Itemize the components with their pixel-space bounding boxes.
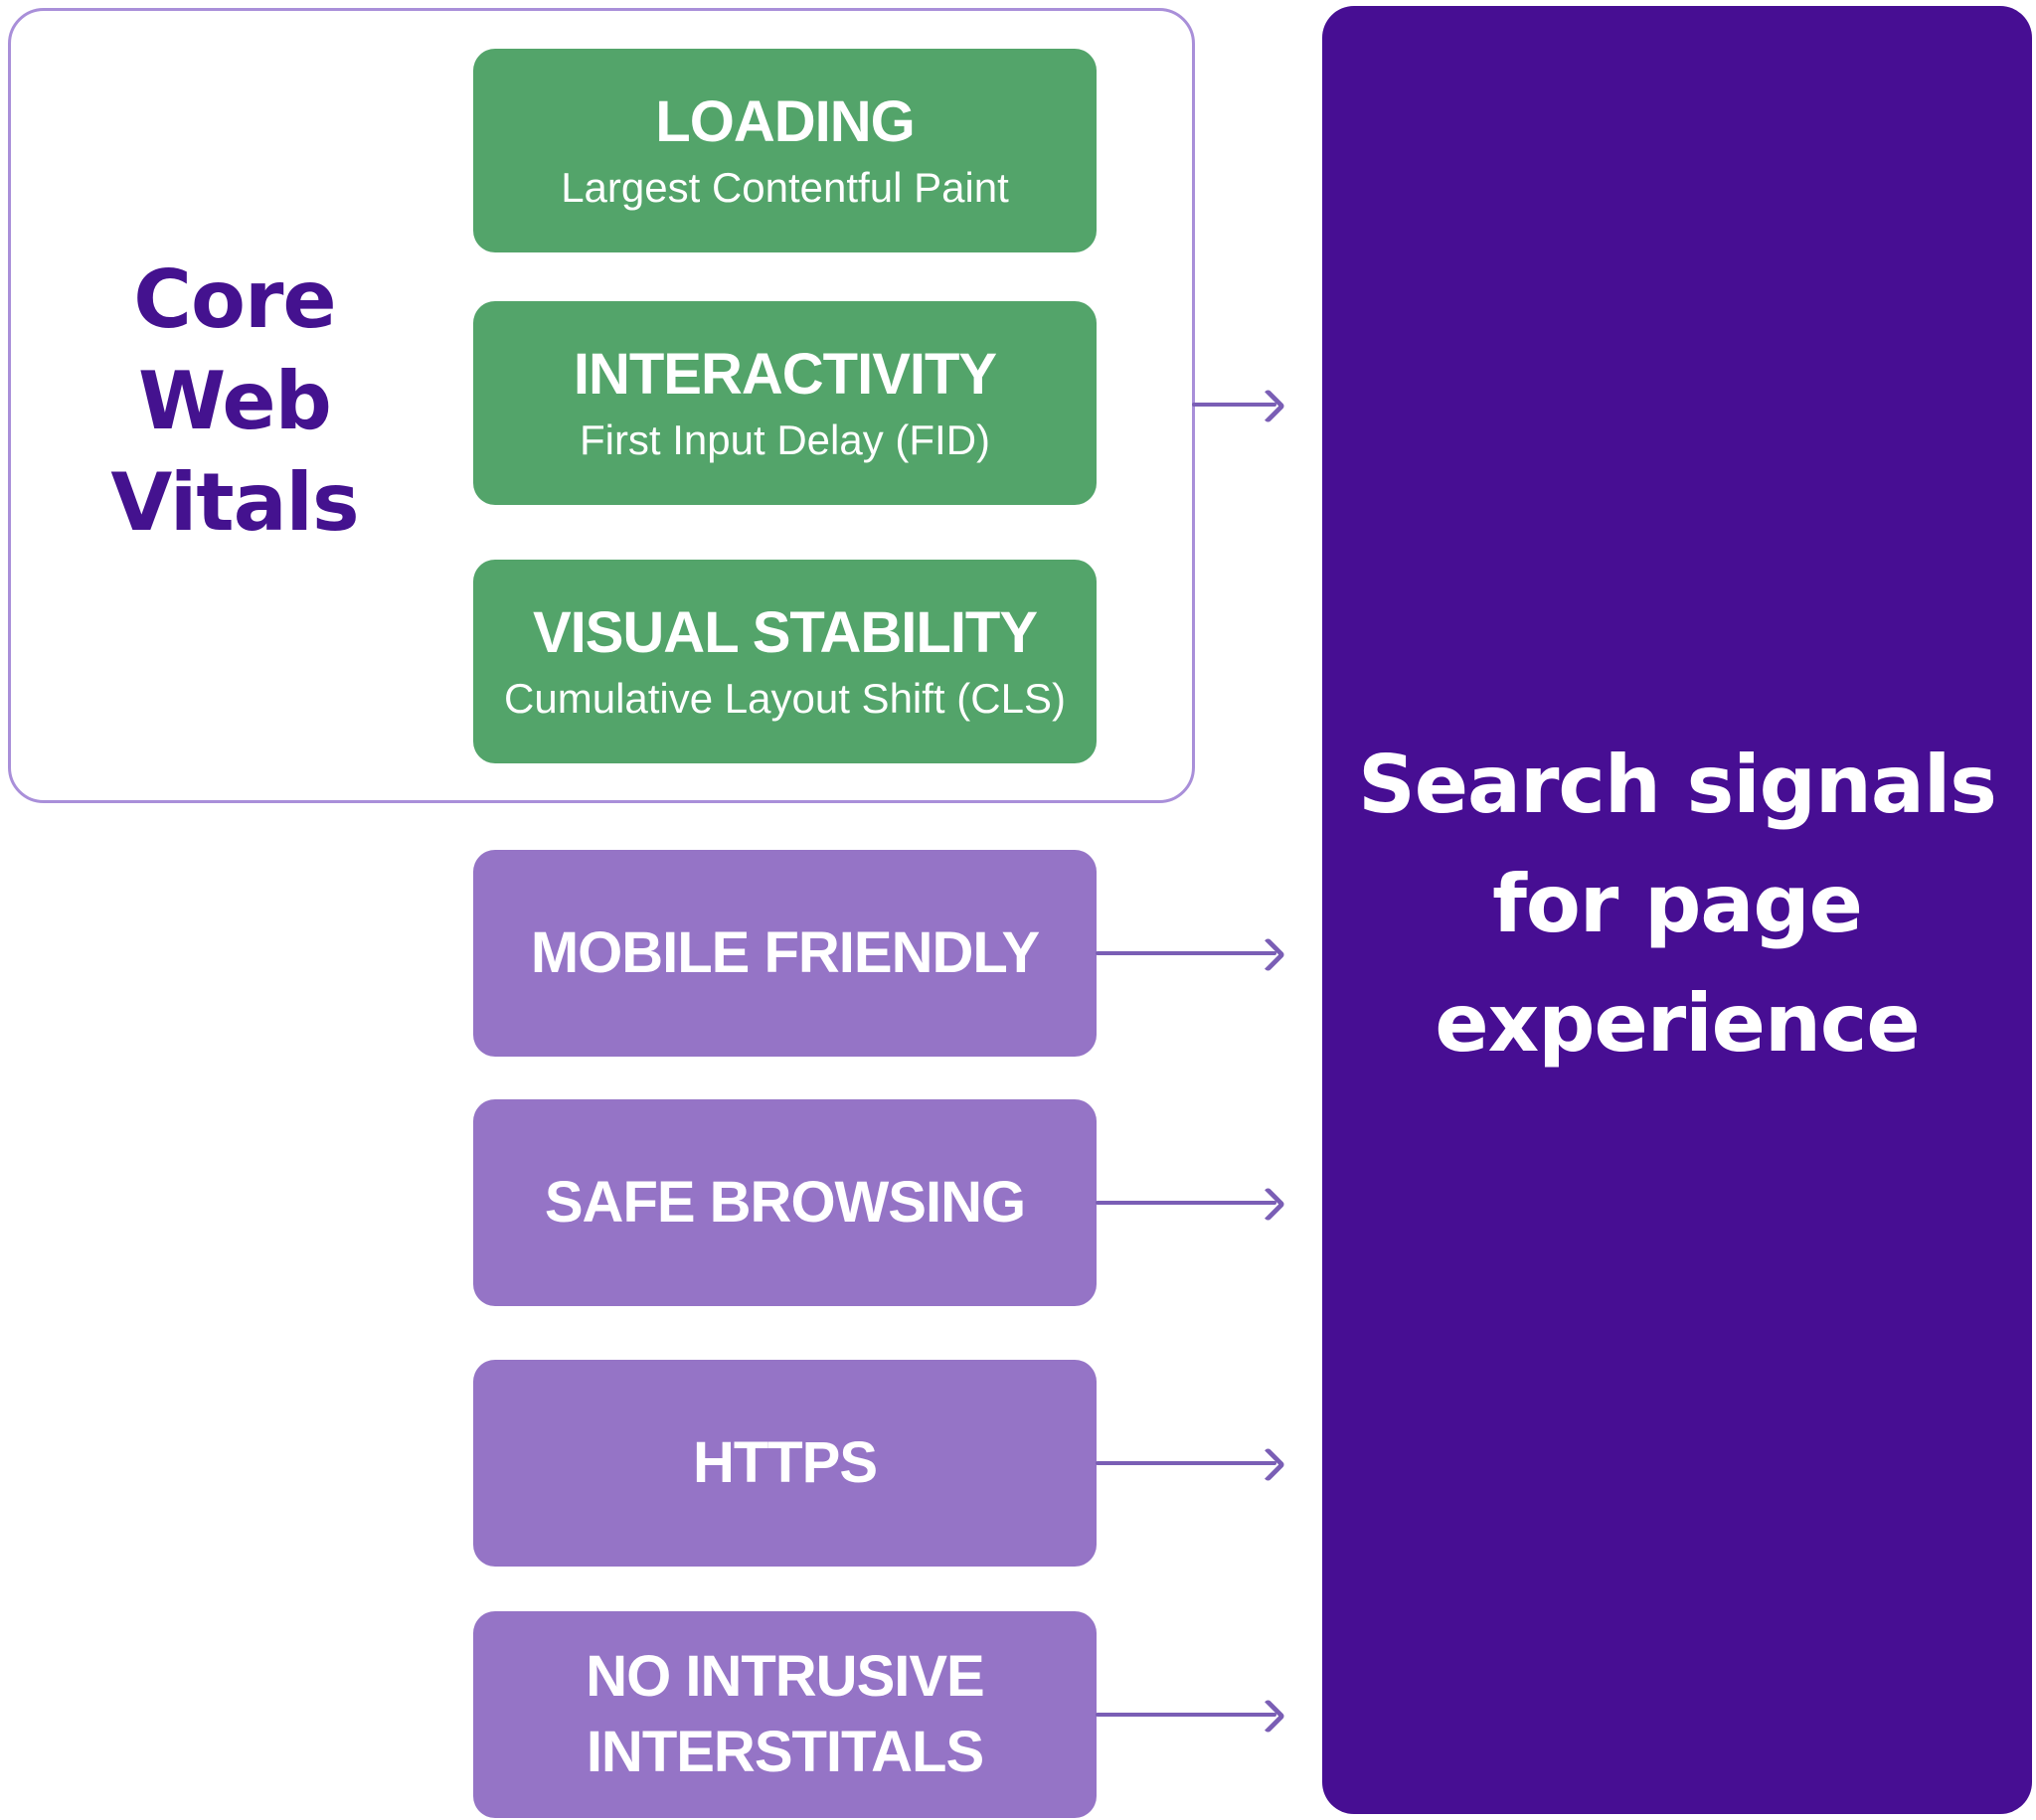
signal-card-mobile-friendly: MOBILE FRIENDLY <box>473 850 1097 1057</box>
signal-card-label: MOBILE FRIENDLY <box>530 920 1040 985</box>
safe-browsing-arrow-icon <box>1096 1186 1286 1223</box>
arrow-line <box>1096 951 1276 955</box>
arrow-head-icon <box>1250 1446 1286 1483</box>
core-web-vitals-title-line-1: Core <box>133 253 336 346</box>
vital-card-subtitle: First Input Delay (FID) <box>579 415 991 463</box>
arrow-line <box>1096 1713 1276 1717</box>
core-web-vitals-group: Core Web Vitals LOADING Largest Contentf… <box>8 8 1195 803</box>
no-intrusive-interstitials-arrow-icon <box>1096 1698 1286 1735</box>
arrow-line <box>1096 1461 1276 1465</box>
signal-card-https: HTTPS <box>473 1360 1097 1567</box>
vital-card-title: VISUAL STABILITY <box>532 599 1038 665</box>
search-signals-title: Search signals for page experience <box>1322 726 2032 1083</box>
https-arrow-icon <box>1096 1446 1286 1483</box>
arrow-head-icon <box>1250 388 1286 424</box>
mobile-friendly-arrow-icon <box>1096 936 1286 973</box>
vital-card-interactivity: INTERACTIVITY First Input Delay (FID) <box>473 301 1097 505</box>
arrow-line <box>1192 403 1276 407</box>
core-web-vitals-title: Core Web Vitals <box>41 249 428 554</box>
arrow-line <box>1096 1201 1276 1205</box>
arrow-head-icon <box>1250 936 1286 973</box>
signal-card-no-intrusive-interstitials: NO INTRUSIVE INTERSTITALS <box>473 1611 1097 1818</box>
search-signals-title-line-1: Search signals <box>1358 739 1997 831</box>
search-signals-title-line-3: experience <box>1435 977 1920 1070</box>
search-signals-panel: Search signals for page experience <box>1322 6 2032 1814</box>
signal-card-label: HTTPS <box>692 1430 878 1495</box>
signal-card-safe-browsing: SAFE BROWSING <box>473 1099 1097 1306</box>
signal-card-label: SAFE BROWSING <box>544 1170 1026 1235</box>
core-web-vitals-title-line-2: Web <box>138 355 332 447</box>
signal-card-label-line-1: NO INTRUSIVE <box>586 1644 984 1709</box>
vital-card-loading: LOADING Largest Contentful Paint <box>473 49 1097 252</box>
vital-card-subtitle: Cumulative Layout Shift (CLS) <box>504 674 1066 722</box>
search-signals-title-line-2: for page <box>1492 858 1863 950</box>
vital-card-subtitle: Largest Contentful Paint <box>561 163 1009 211</box>
signal-card-label-line-2: INTERSTITALS <box>586 1720 984 1784</box>
core-web-vitals-arrow-icon <box>1192 388 1286 424</box>
arrow-head-icon <box>1250 1698 1286 1735</box>
vital-card-title: LOADING <box>655 88 915 154</box>
vital-card-title: INTERACTIVITY <box>573 341 997 407</box>
vital-card-visual-stability: VISUAL STABILITY Cumulative Layout Shift… <box>473 560 1097 763</box>
arrow-head-icon <box>1250 1186 1286 1223</box>
core-web-vitals-title-line-3: Vitals <box>110 456 359 549</box>
